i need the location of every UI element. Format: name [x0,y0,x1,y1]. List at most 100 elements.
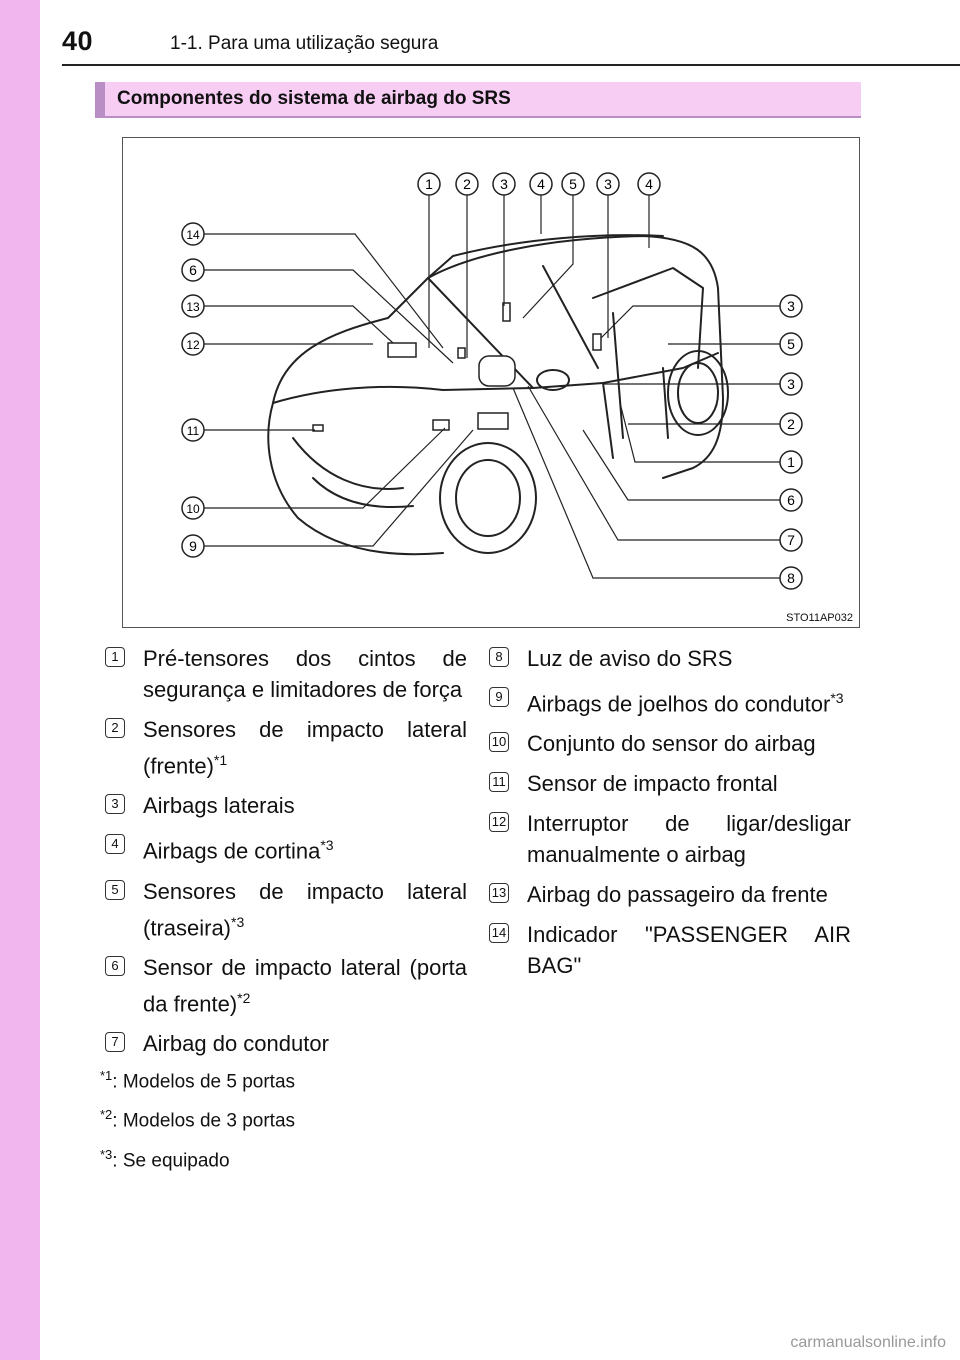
item-number-badge: 8 [489,647,509,667]
item-number-badge: 13 [489,883,509,904]
legend-item-10: 10 Conjunto do sensor do airbag [489,728,851,759]
item-number-badge: 11 [489,772,509,793]
item-text: Indicador "PASSENGER AIR BAG" [527,922,851,979]
legend-item-1: 1 Pré-tensores dos cintos de segurança e… [105,643,467,705]
callout-right-7: 7 [779,528,803,552]
footnote-ref: *3 [231,913,245,930]
legend-item-13: 13 Airbag do passageiro da frente [489,879,851,910]
section-title: Componentes do sistema de airbag do SRS [95,82,861,118]
callout-top-3b: 3 [596,172,620,196]
item-text: Sensor de impacto frontal [527,771,778,797]
item-text: Airbag do passageiro da frente [527,882,828,908]
callout-right-8: 8 [779,566,803,590]
item-text: Airbag do condutor [143,1031,329,1057]
footnote-ref: *3 [320,837,334,854]
callout-right-2: 2 [779,412,803,436]
item-text: Conjunto do sensor do airbag [527,731,816,757]
svg-text:10: 10 [186,502,200,516]
car-illustration: 1 2 3 4 5 3 4 14 6 13 12 11 10 9 3 5 3 2… [181,172,803,590]
section-title-text: Componentes do sistema de airbag do SRS [117,88,511,109]
item-text: Airbags laterais [143,793,295,819]
callout-right-5: 5 [779,332,803,356]
svg-text:7: 7 [787,532,795,548]
legend-item-14: 14 Indicador "PASSENGER AIR BAG" [489,919,851,981]
callout-top-5: 5 [561,172,585,196]
svg-text:6: 6 [787,492,795,508]
footnote-text: : Modelos de 3 portas [112,1110,296,1132]
legend-item-7: 7 Airbag do condutor [105,1028,467,1059]
chapter-heading: 1-1. Para uma utilização segura [170,33,439,54]
item-number-badge: 10 [489,732,509,753]
item-text: Sensor de impacto lateral (porta da fren… [143,954,467,1017]
svg-text:5: 5 [787,336,795,352]
callout-right-6: 6 [779,488,803,512]
footnote-1: *1: Modelos de 5 portas [100,1068,295,1093]
page-number: 40 [62,26,94,56]
svg-text:1: 1 [425,176,433,192]
callout-left-10: 10 [181,496,205,520]
svg-text:2: 2 [787,416,795,432]
callout-left-13: 13 [181,294,205,318]
item-text: Airbags de cortina [143,838,321,864]
callout-top-2: 2 [455,172,479,196]
item-number-badge: 7 [105,1032,125,1053]
legend-item-8: 8 Luz de aviso do SRS [489,643,851,674]
callout-right-1: 1 [779,450,803,474]
legend-item-9: 9 Airbags de joelhos do condutor*3 [489,683,851,719]
item-number-badge: 14 [489,923,509,944]
svg-text:3: 3 [604,176,612,192]
callout-top-4b: 4 [637,172,661,196]
svg-text:1: 1 [787,454,795,470]
airbag-diagram: 1 2 3 4 5 3 4 14 6 13 12 11 10 9 3 5 3 2… [122,137,860,628]
item-number-badge: 2 [105,718,125,738]
footnote-text: : Se equipado [112,1149,230,1171]
svg-text:12: 12 [186,338,200,352]
item-number-badge: 12 [489,812,509,833]
legend-item-6: 6 Sensor de impacto lateral (porta da fr… [105,952,467,1019]
callout-left-14: 14 [181,222,205,246]
item-number-badge: 4 [105,834,125,855]
callout-top-4: 4 [529,172,553,196]
item-number-badge: 9 [489,687,509,707]
footnote-ref: *3 [830,690,844,706]
callout-left-12: 12 [181,332,205,356]
callout-right-3: 3 [779,294,803,318]
footnote-2: *2: Modelos de 3 portas [100,1107,295,1132]
svg-text:4: 4 [537,176,545,192]
legend-item-2: 2 Sensores de impacto lateral (frente)*1 [105,714,467,781]
legend-item-5: 5 Sensores de impacto lateral (traseira)… [105,876,467,943]
legend-item-4: 4 Airbags de cortina*3 [105,830,467,866]
footnotes: *1: Modelos de 5 portas *2: Modelos de 3… [100,1068,295,1186]
legend-left-column: 1 Pré-tensores dos cintos de segurança e… [105,643,467,1068]
legend-item-12: 12 Interruptor de ligar/desligar manualm… [489,808,851,870]
svg-text:8: 8 [787,570,795,586]
legend-right-column: 8 Luz de aviso do SRS 9 Airbags de joelh… [489,643,851,990]
footnote-ref: *1 [213,752,228,768]
callout-top-3: 3 [492,172,516,196]
svg-text:6: 6 [189,262,197,278]
callout-left-6: 6 [181,258,205,282]
item-number-badge: 1 [105,647,125,667]
item-number-badge: 3 [105,794,125,815]
footnote-mark: *2 [100,1107,113,1123]
header-divider [62,64,960,66]
svg-text:9: 9 [189,538,197,554]
side-tab-band [0,0,40,1360]
footnote-mark: *1 [100,1068,113,1083]
footnote-3: *3: Se equipado [100,1147,295,1172]
svg-text:13: 13 [186,300,200,314]
footnote-text: : Modelos de 5 portas [112,1071,296,1093]
legend-item-11: 11 Sensor de impacto frontal [489,768,851,799]
callout-right-3b: 3 [779,372,803,396]
footnote-ref: *2 [237,989,251,1006]
item-text: Airbags de joelhos do condutor [527,691,831,717]
footnote-mark: *3 [100,1146,113,1162]
svg-text:2: 2 [463,176,471,192]
item-number-badge: 5 [105,879,125,900]
svg-text:3: 3 [787,376,795,392]
svg-text:5: 5 [569,176,577,192]
item-text: Sensores de impacto lateral (frente) [143,717,467,779]
item-number-badge: 6 [105,955,125,976]
svg-text:3: 3 [787,298,795,314]
svg-text:11: 11 [187,424,200,438]
